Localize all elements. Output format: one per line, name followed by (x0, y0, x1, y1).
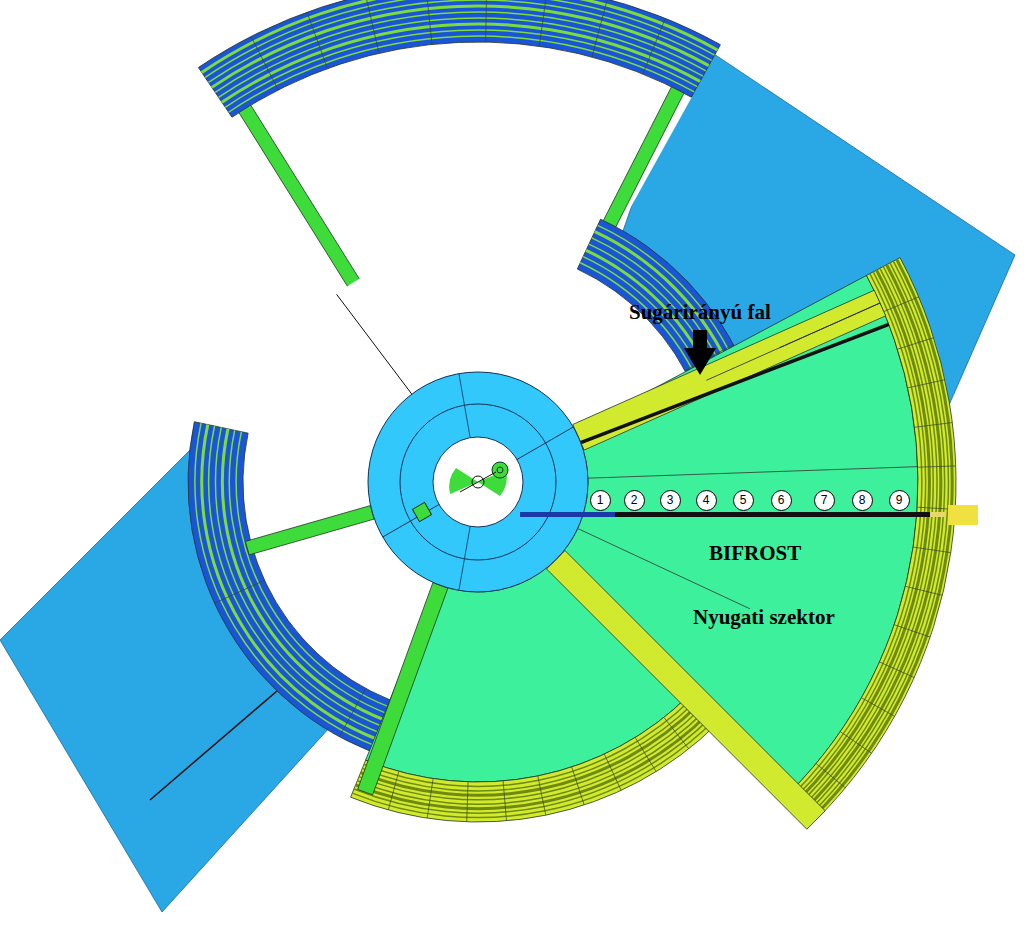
callout-number: 3 (667, 494, 674, 506)
callout-number: 6 (778, 494, 785, 506)
outer-shield-segment (840, 732, 871, 754)
lower-shield-segment (503, 781, 506, 821)
monolith-ring (400, 404, 556, 560)
moderator-symbol (412, 502, 431, 521)
upper-shield-layer (205, 0, 714, 77)
guide-insert (520, 512, 615, 517)
position-circle: 7 (814, 490, 835, 511)
radial-wall-line (581, 324, 889, 442)
callout-number: 4 (703, 494, 710, 506)
outer-shield-segment (905, 586, 942, 595)
lower-shield-segment (427, 779, 433, 819)
lower-shield-segment (604, 754, 621, 790)
callout-number: 1 (597, 494, 604, 506)
callout-number: 9 (896, 494, 903, 506)
position-circle: 2 (624, 490, 645, 511)
callout-number: 5 (740, 494, 747, 506)
target (433, 437, 523, 527)
monolith-sector (459, 526, 470, 590)
outer-shield-segment (884, 297, 919, 312)
lower-shield-segment (538, 776, 546, 815)
outer-shield-segment (915, 423, 953, 428)
lower-shield-segment (664, 717, 689, 748)
position-circle: 6 (771, 490, 792, 511)
position-circle: 1 (590, 490, 611, 511)
guide-shield (948, 505, 978, 525)
sector-wall (547, 551, 826, 830)
upper-shield-layer (222, 24, 700, 102)
outer-shield-segment (880, 662, 915, 678)
sector-border (337, 294, 412, 394)
monolith-sector (459, 374, 470, 438)
wall-label: Sugárirányú fal (629, 300, 771, 325)
outer-shield-segment (861, 698, 894, 717)
upper-shield-segment (307, 12, 328, 68)
outer-shield-layer (803, 267, 937, 807)
moderator-symbol (497, 467, 503, 473)
upper-shield-segment (366, 0, 379, 53)
pointer-arrow (684, 348, 716, 375)
outer-shield-layer (797, 270, 929, 801)
callout-number: 7 (821, 494, 828, 506)
upper-shield-layer (212, 6, 709, 87)
upper-shield-segment (643, 18, 665, 74)
upper-shield-segment (486, 0, 487, 42)
outer-shield-segment (894, 625, 930, 637)
lower-shield-segment (635, 738, 656, 772)
lower-shield (351, 694, 719, 822)
outer-shield-segment (816, 764, 845, 788)
lower-shield-layer (352, 719, 715, 817)
target-line (460, 472, 496, 492)
sector-wall (358, 583, 448, 795)
upper-shield-segment (251, 36, 278, 89)
monolith-sector (517, 427, 573, 460)
moderator-symbol (492, 462, 508, 478)
position-circle: 3 (660, 490, 681, 511)
left-shield-segment (339, 688, 365, 736)
outer-shield-segment (913, 547, 951, 553)
monolith-sector (383, 505, 439, 538)
sector-wall (245, 506, 374, 555)
position-circle: 8 (852, 490, 873, 511)
upper-shield-segment (539, 0, 547, 46)
sector-label: Nyugati szektor (693, 605, 835, 630)
upper-shield (198, 0, 720, 117)
callout-number: 8 (859, 494, 866, 506)
lower-shield-segment (467, 782, 468, 822)
outer-shield-layer (795, 272, 926, 799)
position-circle: 4 (696, 490, 717, 511)
outer-shield-layer (792, 274, 922, 796)
position-circle: 9 (889, 490, 910, 511)
outer-shield-layer (813, 259, 952, 817)
lower-shield-segment (572, 767, 584, 805)
left-shield-segment (215, 580, 265, 603)
sector-border (588, 467, 918, 479)
position-circle: 5 (733, 490, 754, 511)
outer-shield-segment (897, 338, 933, 349)
instrument-label: BIFROST (709, 541, 801, 566)
outer-shield-layer (805, 265, 941, 810)
wall-segment (779, 303, 879, 348)
upper-shield-layer (208, 0, 711, 82)
outer-shield-segment (908, 380, 945, 388)
sector-border (578, 528, 750, 608)
guide-end (930, 512, 945, 517)
outer-shield-segment (918, 466, 956, 467)
outer-shield-layer (800, 268, 933, 804)
guide (520, 512, 945, 517)
upper-shield-segment (592, 0, 608, 57)
upper-shield-layer (202, 0, 718, 72)
monolith (368, 372, 588, 592)
callout-number: 2 (631, 494, 638, 506)
upper-shield-segment (426, 0, 432, 44)
pointer-arrow (693, 330, 707, 350)
outer-shield-layer (808, 263, 945, 812)
lower-shield-segment (388, 771, 399, 810)
